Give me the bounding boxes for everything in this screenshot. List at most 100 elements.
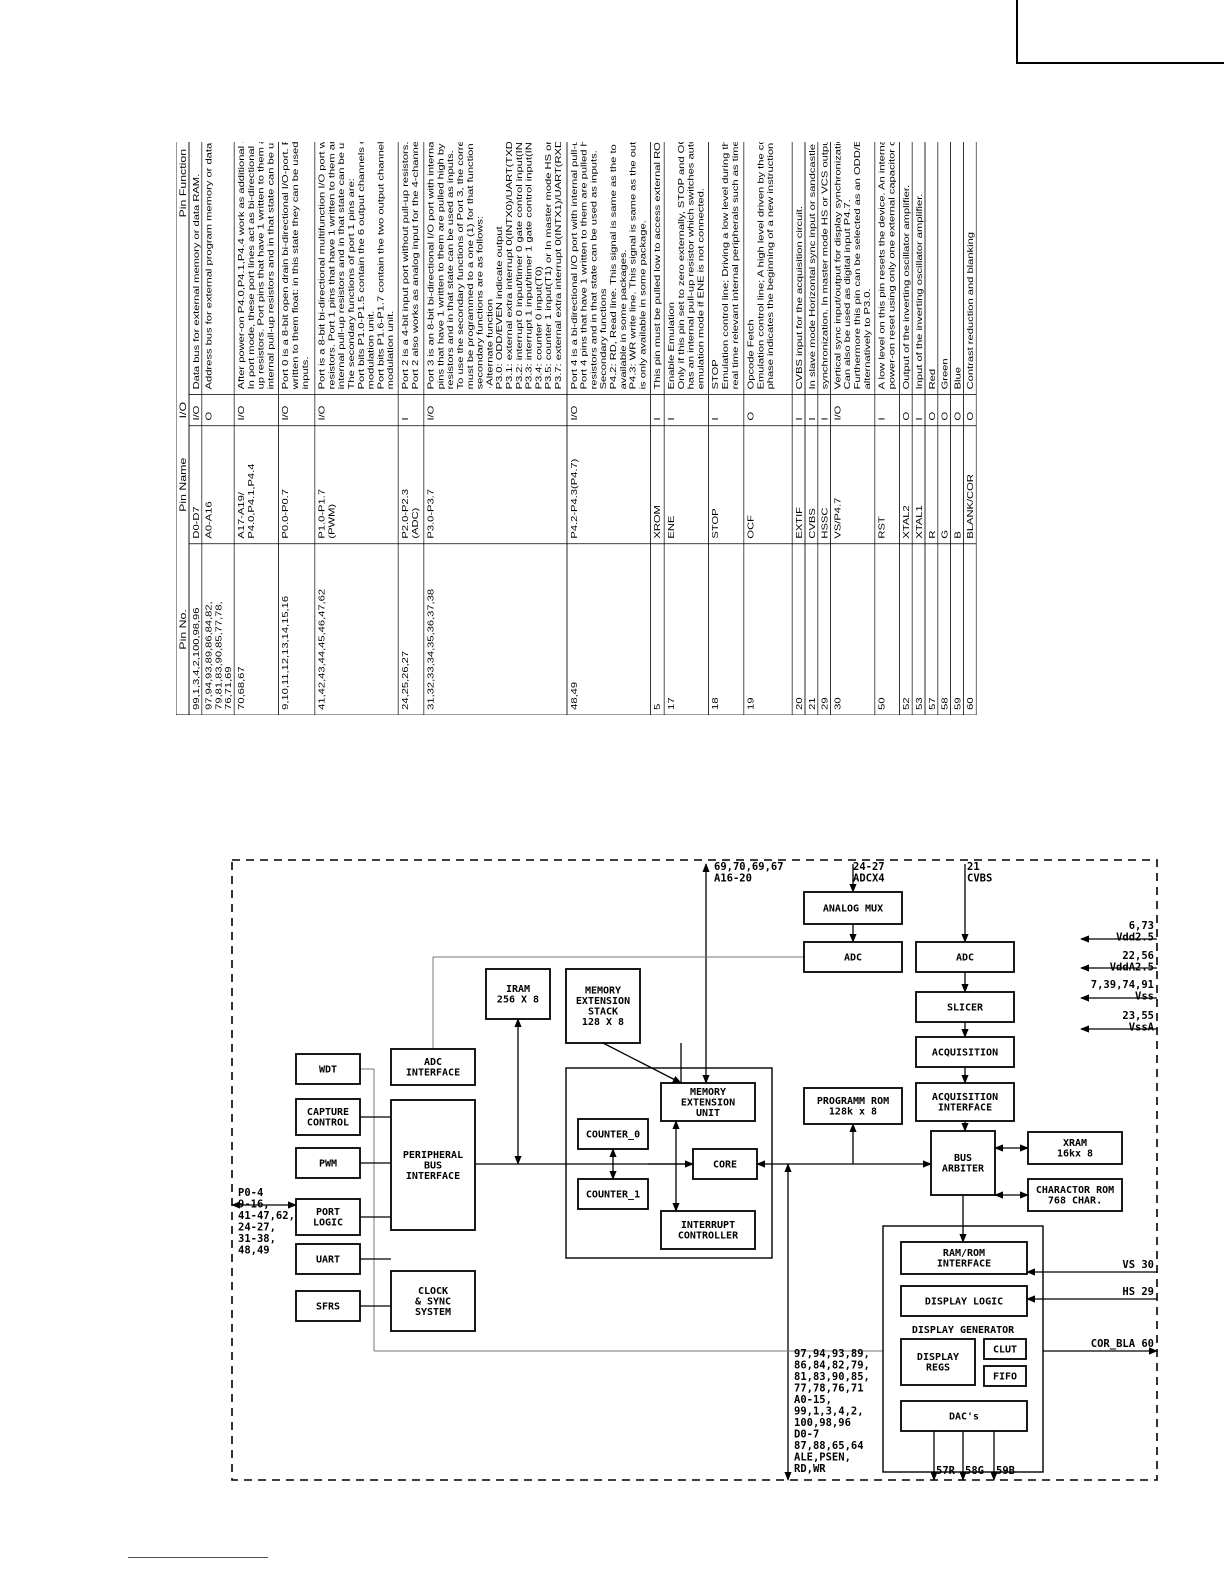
pin-function-cell: P3.1: external extra interrupt 0(INTX0)/… (505, 142, 514, 389)
block-analog-mux: ANALOG MUX (803, 891, 903, 925)
block-label: BUS (424, 1160, 442, 1171)
block-box (295, 1053, 361, 1085)
pin-function-cell: up resistors. Port pins that have 1 writ… (257, 142, 266, 389)
pin-function-cell: Port 3 is an 8-bit bi-directional I/O po… (427, 142, 436, 389)
block-label: ADC (844, 952, 862, 963)
block-label: LOGIC (313, 1218, 343, 1229)
pin-name-cell: (PWM) (327, 504, 336, 539)
block-label: & SYNC (415, 1296, 451, 1307)
pin-label-text: COR_BLA 60 (1091, 1338, 1154, 1350)
block-clut: CLUT (983, 1338, 1027, 1360)
pin-name-cell: EXTIF (795, 507, 804, 539)
pin-function-cell: Emulation control line; Driving a low le… (721, 142, 730, 389)
pin-no-cell: 20 (795, 697, 804, 710)
block-box (660, 1210, 756, 1250)
pin-no-cell: 58 (941, 697, 950, 710)
pin-name-cell: ENE (667, 515, 676, 538)
pin-function-cell: resistors. Port 1 pins that have 1 writt… (327, 142, 336, 389)
pin-function-cell: inputs. (301, 357, 310, 390)
block-label: ADC (424, 1057, 442, 1068)
block-box (983, 1338, 1027, 1360)
pin-name-cell: P2.0-P2.3 (401, 488, 410, 538)
pin-label-text: 81,83,90,85, (794, 1371, 870, 1383)
block-label: SYSTEM (415, 1307, 451, 1318)
pin-no-cell: 5 (653, 703, 662, 710)
block-label: UART (316, 1254, 340, 1265)
pin-no-cell: 31,32,33,34,35,36,37,38 (427, 588, 436, 709)
pin-function-cell: Output of the inverting oscillator ampli… (902, 185, 911, 389)
block-box (295, 1243, 361, 1275)
block-box (295, 1290, 361, 1322)
pin-name-cell: P3.0-P3.7 (427, 488, 436, 538)
pin-label-text: A16-20 (714, 873, 752, 885)
pin-io-cell: I/O (192, 405, 201, 420)
pin-io-cell: I (878, 417, 887, 420)
pin-no-cell: 97,94,93,89,86,84,82, (205, 601, 214, 709)
block-box (692, 1148, 758, 1180)
pin-no-cell: 19 (747, 697, 756, 710)
block-label: PORT (316, 1207, 340, 1218)
pin-label-text: 6,73 (1129, 920, 1154, 932)
block-label: PROGRAMM ROM (817, 1096, 889, 1107)
pin-name-cell: XROM (653, 505, 662, 538)
display-generator-group (882, 1225, 1044, 1473)
pin-label-text: 69,70,69,67 (714, 861, 784, 873)
table-row: 41,42,43,44,45,46,47,62P1.0-P1.7(PWM)I/O… (314, 142, 399, 715)
pin-label-vs30: VS 30 (1122, 1259, 1154, 1271)
block-label: DAC's (949, 1411, 979, 1422)
pin-function-cell: resistors and in that state can be used … (446, 150, 455, 389)
pin-io-cell: I/O (237, 405, 246, 420)
block-label: ADC (956, 952, 974, 963)
pin-label-text: 58G (965, 1465, 984, 1477)
block-box (900, 1338, 976, 1386)
pin-function-cell: Vertical sync input/output for display s… (833, 142, 842, 389)
block-label: PWM (319, 1158, 337, 1169)
pin-io-cell: O (941, 412, 950, 421)
pin-function-cell: Furthermore this pin can be selected as … (853, 142, 862, 389)
pin-io-cell: I (808, 417, 817, 420)
block-label: COUNTER_1 (586, 1189, 640, 1200)
pin-io-cell: O (966, 412, 975, 421)
pin-label-text: 77,78,76,71 (794, 1383, 864, 1395)
block-label: XRAM (1063, 1138, 1087, 1149)
block-label: INTERRUPT (681, 1220, 735, 1231)
pin-function-cell: modulation unit. (367, 311, 376, 390)
pin-function-cell: is only available in some package. (638, 220, 647, 389)
pin-function-cell: In slave mode Horizontal sync input or s… (808, 142, 817, 389)
pin-no-cell: 60 (966, 697, 975, 710)
pin-name-cell: OCF (747, 515, 756, 539)
pin-io-cell: I (915, 417, 924, 420)
block-label: WDT (319, 1064, 337, 1075)
pin-io-cell: I/O (427, 405, 436, 420)
pin-label-text: A0-15, (794, 1394, 832, 1406)
pin-name-cell: A17-A19/ (237, 492, 246, 539)
pin-label-text: 57R (936, 1465, 956, 1477)
block-label: ACQUISITION (932, 1047, 998, 1058)
table-row: 97,94,93,89,86,84,82,79,81,83,90,85,77,7… (201, 142, 235, 715)
connection-line (602, 1042, 682, 1084)
pin-function-cell: available in some packages. (619, 249, 628, 389)
pin-function-cell: After power-on P4.0,P4.1,P4.4 work as ad… (237, 142, 246, 389)
block-slicer: SLICER (915, 991, 1015, 1023)
pin-function-cell: internal pull-up resistors and in that s… (266, 142, 275, 389)
pin-name-cell: B (953, 531, 962, 539)
block-sfrs: SFRS (295, 1290, 361, 1322)
pin-function-cell: P3.5: counter 1 input(T1) or In master m… (544, 142, 553, 389)
block-label: REGS (926, 1363, 950, 1374)
